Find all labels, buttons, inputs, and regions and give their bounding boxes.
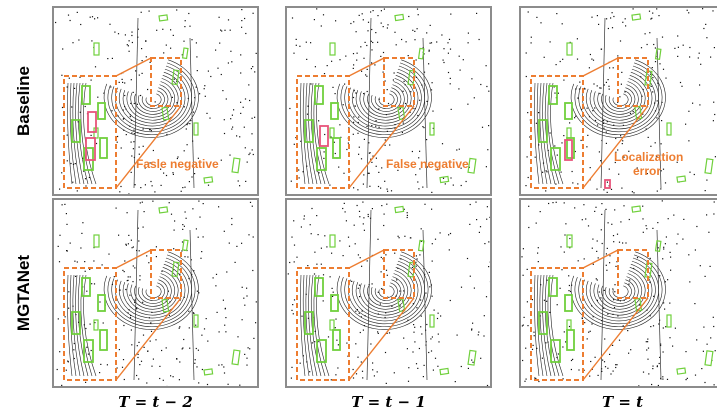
column-label-t-minus-1: T = t − 1	[351, 393, 426, 411]
annotation-false-negative-1: Fasle negative	[136, 157, 219, 171]
annotation-false-negative-2: False negative	[386, 157, 469, 171]
lidar-scene	[289, 8, 490, 193]
panel-baseline-t-minus-1	[285, 6, 492, 196]
lidar-scene	[287, 201, 490, 386]
panel-mgtanet-t	[519, 198, 717, 388]
panel-baseline-t	[519, 6, 717, 196]
lidar-scene	[55, 9, 257, 194]
row-label-mgtanet-text: MGTANet	[14, 254, 33, 332]
row-label-baseline: Baseline	[4, 6, 44, 196]
column-label-t-minus-2: T = t − 2	[118, 393, 193, 411]
annotation-localization-error-line1: Localization	[614, 150, 684, 164]
panel-baseline-t-minus-2	[52, 6, 259, 196]
column-label-t: T = t	[601, 393, 644, 411]
panel-mgtanet-t-minus-2	[52, 198, 259, 388]
lidar-scene	[525, 8, 716, 194]
lidar-scene	[56, 200, 257, 386]
row-label-mgtanet: MGTANet	[4, 198, 44, 388]
lidar-scene	[521, 200, 716, 386]
panel-mgtanet-t-minus-1	[285, 198, 492, 388]
row-label-baseline-text: Baseline	[14, 66, 33, 136]
annotation-localization-error-line2: error	[633, 164, 662, 178]
